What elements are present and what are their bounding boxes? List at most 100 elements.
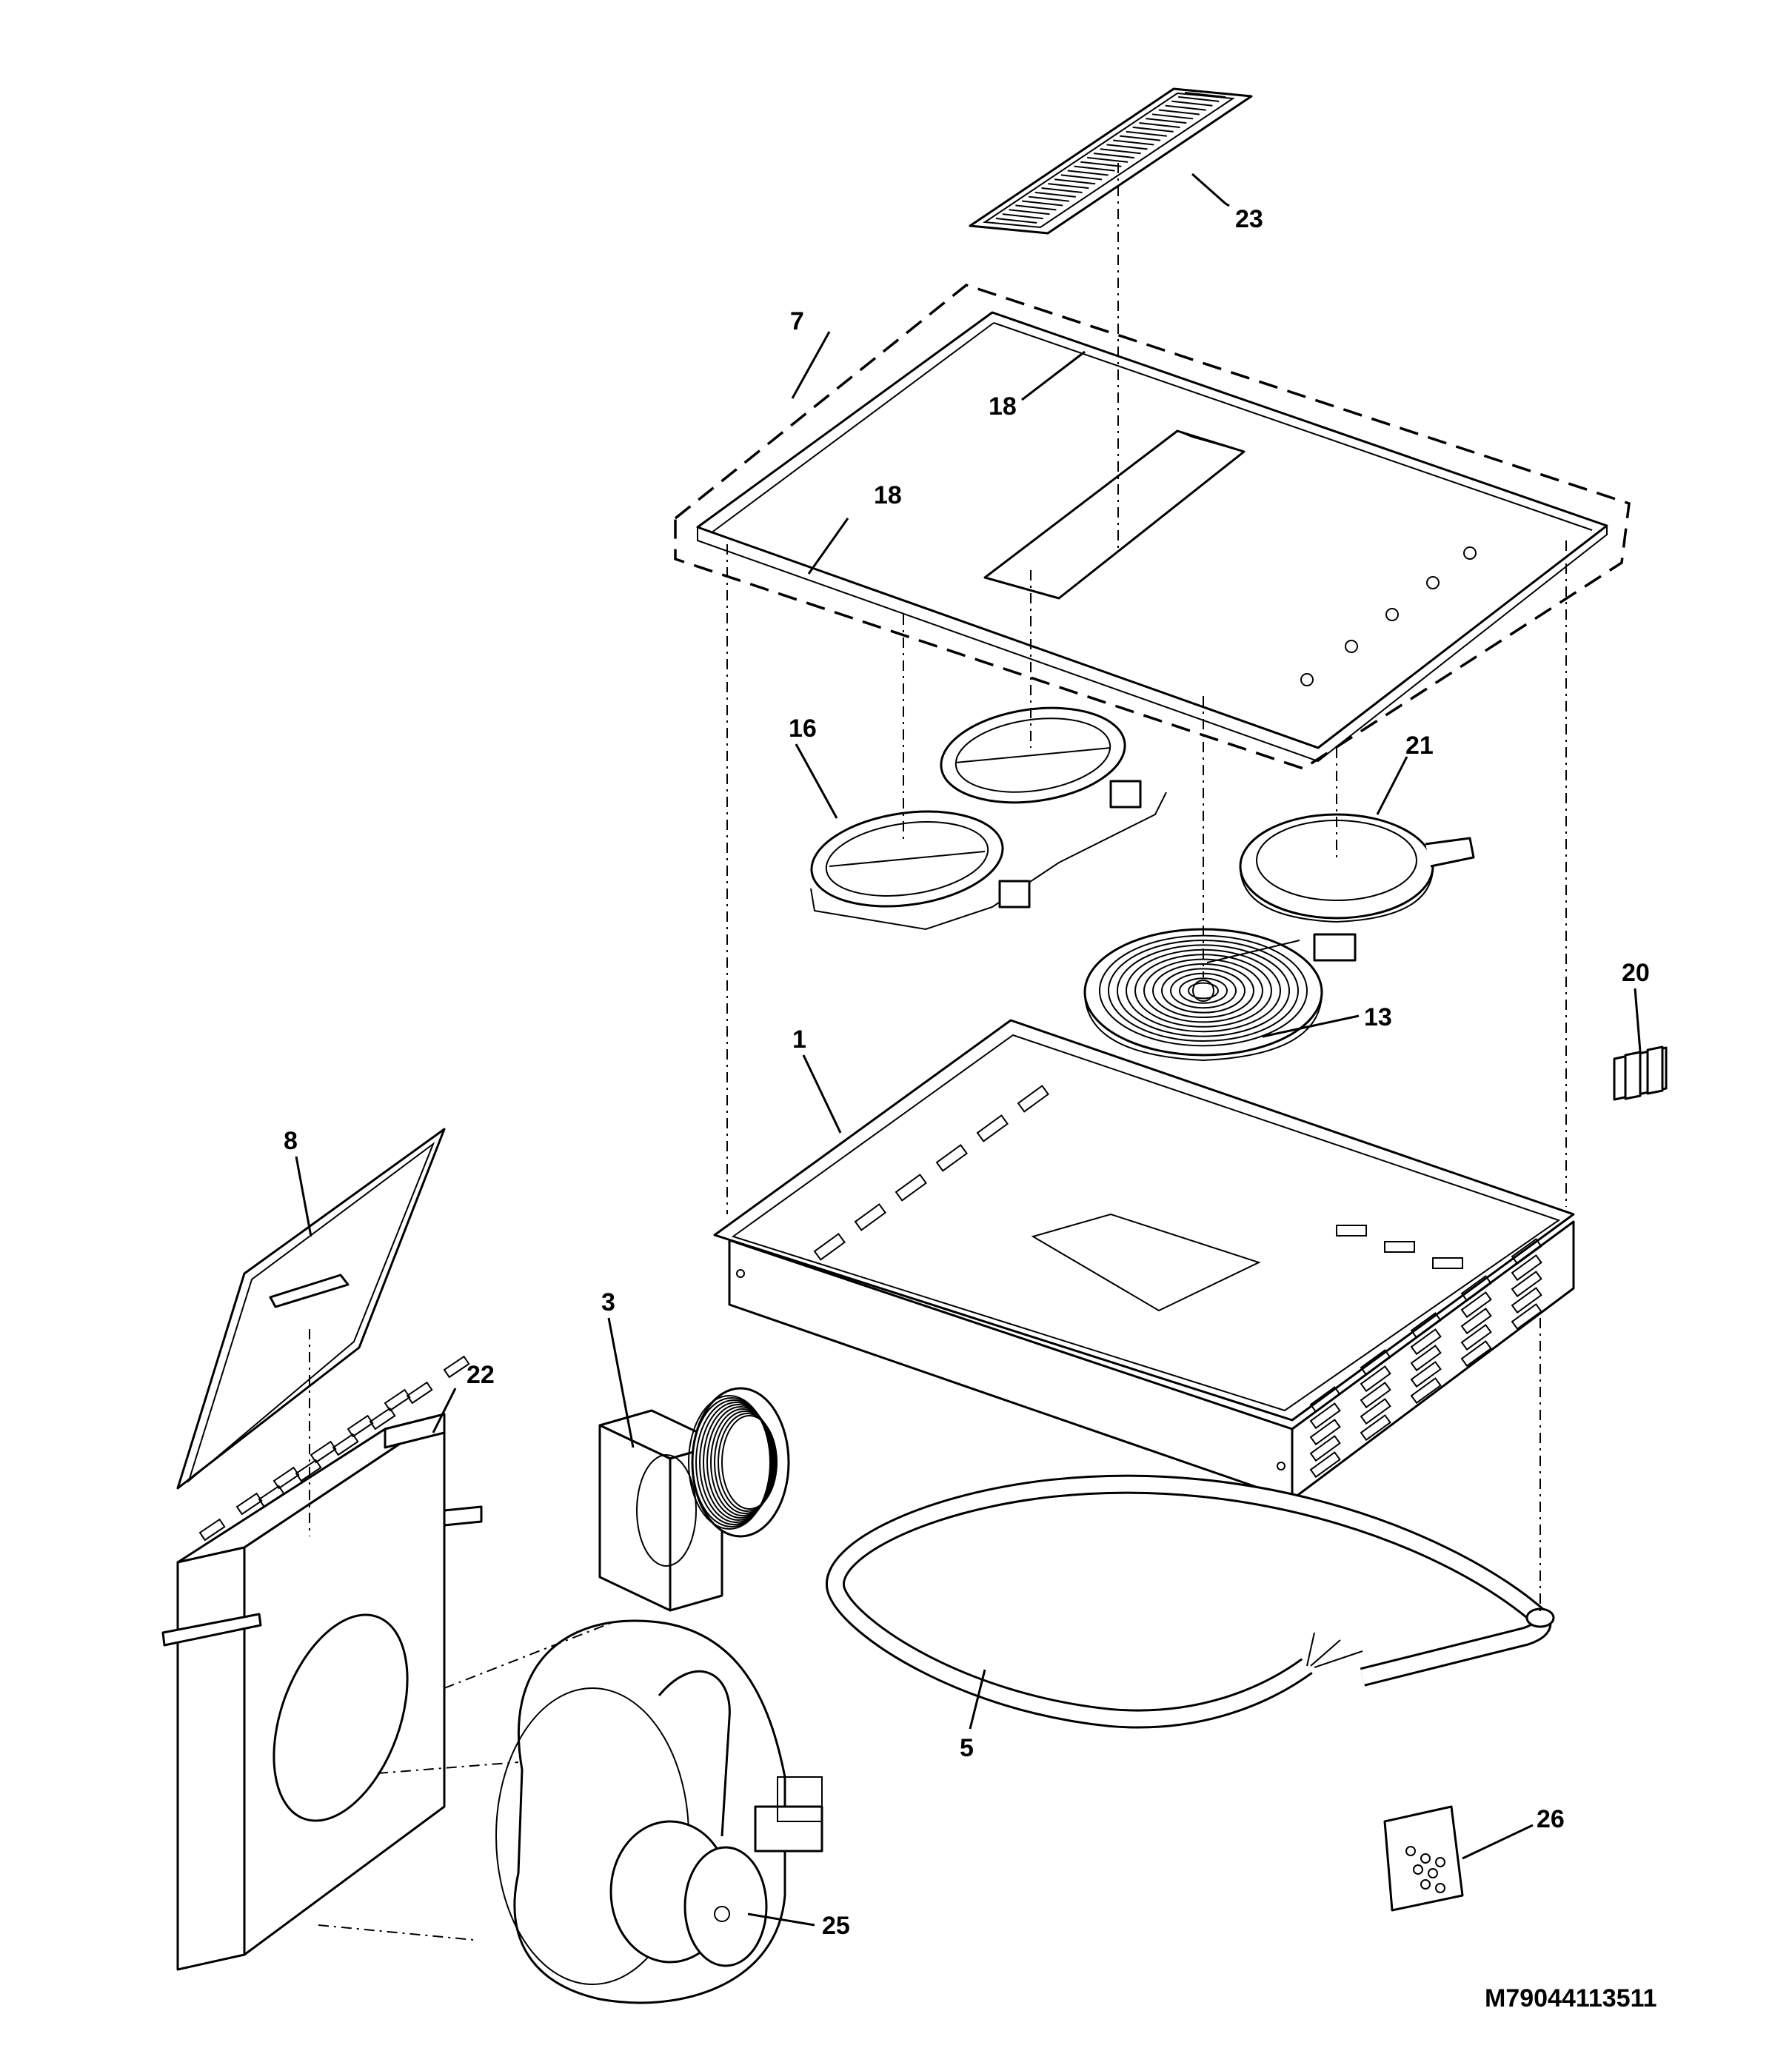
chassis-vent-slot: [1309, 1419, 1341, 1446]
chassis-vent-slot: [1410, 1312, 1442, 1339]
screw: [1420, 1853, 1431, 1864]
chassis-vent-slot: [1410, 1361, 1442, 1388]
chassis-vent-slot: [1309, 1402, 1341, 1430]
callout-7: 7: [790, 307, 804, 335]
part-23-vent-grille[interactable]: [969, 87, 1253, 235]
grille-slat: [1146, 118, 1187, 124]
grille-slat: [1100, 148, 1141, 155]
part-8-gasket-panel[interactable]: [176, 1128, 446, 1490]
callout-labels: 23 7 18 18 16 21 13 20 1 8 3 22 5 26 25: [284, 205, 1650, 1940]
callout-3: 3: [601, 1288, 615, 1316]
screw: [1435, 1857, 1445, 1867]
drawing-number: M79044113511: [1485, 1984, 1657, 2012]
duct-slot: [258, 1485, 285, 1508]
chassis-vent-slot: [1511, 1238, 1542, 1265]
screw: [1420, 1879, 1431, 1890]
callout-18-upper: 18: [989, 392, 1017, 421]
grille-slat: [1060, 174, 1103, 181]
chassis-vent-slot: [1460, 1291, 1492, 1319]
leader-lines: [295, 173, 1642, 1927]
grille-slat: [1048, 183, 1089, 190]
grille-slat: [1171, 100, 1213, 107]
grille-slat: [1041, 187, 1083, 193]
chassis-vent-slot: [1511, 1271, 1542, 1298]
coil-ring: [1188, 982, 1219, 1000]
callout-18-lower: 18: [874, 481, 902, 509]
part-7-cooktop-assembly[interactable]: [674, 284, 1631, 770]
chassis-vent-slot: [1511, 1303, 1542, 1331]
grille-slat: [1184, 92, 1226, 98]
part-13-radiant-element[interactable]: [1083, 928, 1357, 1062]
part-5-power-cord[interactable]: [826, 1474, 1555, 1729]
coil-ring: [1108, 940, 1299, 1042]
part-26-hardware-bag[interactable]: [1383, 1805, 1464, 1912]
chassis-vent-slot: [1460, 1340, 1492, 1368]
grille-slat: [1165, 104, 1206, 111]
part-3-transition-duct[interactable]: [598, 1387, 790, 1612]
grille-slat: [1106, 144, 1148, 150]
chassis-top-slot: [1384, 1241, 1415, 1253]
grille-slat: [1126, 130, 1167, 137]
callout-8: 8: [284, 1127, 298, 1155]
duct-slot: [347, 1414, 374, 1438]
callout-1: 1: [792, 1025, 806, 1054]
chassis-vent-slot: [1511, 1254, 1542, 1282]
grille-slat: [1015, 204, 1057, 211]
alignment-lines: [309, 163, 1567, 1941]
chassis-vent-slot: [1410, 1377, 1442, 1405]
grille-slat: [1113, 139, 1154, 146]
chassis-vent-slot: [1309, 1386, 1341, 1413]
grille-slat: [1139, 122, 1180, 129]
part-16-dual-element-frame[interactable]: [806, 697, 1167, 931]
chassis-vent-slot: [1360, 1349, 1391, 1376]
callout-13: 13: [1364, 1003, 1392, 1031]
coil-ring: [1117, 944, 1290, 1037]
chassis-vent-slot: [1410, 1328, 1442, 1356]
grille-slat: [1119, 135, 1161, 141]
grille-slat: [1086, 156, 1129, 163]
coil-ring: [1161, 968, 1246, 1014]
chassis-vent-slot: [1360, 1365, 1391, 1393]
part-1-chassis[interactable]: [713, 1019, 1575, 1501]
grille-slat: [1151, 113, 1194, 120]
grille-slat: [1034, 191, 1076, 198]
chassis-top-slot: [1336, 1225, 1367, 1237]
grille-slat: [1002, 213, 1043, 220]
callout-21: 21: [1405, 732, 1434, 760]
callout-5: 5: [960, 1734, 974, 1762]
grille-slat: [995, 218, 1037, 224]
part-21-element-ring[interactable]: [1239, 813, 1475, 923]
chassis-vent-slot: [1460, 1308, 1492, 1335]
chassis-top-slot: [1432, 1257, 1463, 1269]
chassis-top-slot: [895, 1174, 927, 1202]
coil-ring: [1143, 958, 1263, 1023]
callout-25: 25: [822, 1912, 850, 1940]
callout-26: 26: [1537, 1805, 1565, 1833]
part-20-clip[interactable]: [1613, 1045, 1668, 1101]
duct-slot: [310, 1440, 337, 1464]
screw: [1405, 1846, 1416, 1856]
chassis-top-slot: [854, 1203, 886, 1231]
chassis-vent-slot: [1309, 1451, 1341, 1479]
duct-slot: [443, 1355, 470, 1379]
duct-slot: [384, 1388, 411, 1412]
chassis-vent-slot: [1309, 1435, 1341, 1462]
grille-slat: [1067, 170, 1109, 176]
screw: [1435, 1883, 1445, 1893]
grille-slat: [1080, 161, 1122, 167]
duct-slot: [332, 1433, 359, 1456]
screw: [1428, 1868, 1438, 1878]
grille-slat: [1132, 126, 1174, 133]
grille-slat: [1054, 178, 1096, 185]
grille-slat: [1178, 96, 1220, 102]
chassis-vent-slot: [1511, 1287, 1542, 1314]
grille-slat: [1158, 109, 1200, 116]
grille-slat: [1028, 195, 1070, 202]
coil-ring: [1179, 977, 1228, 1004]
duct-rib: [721, 1415, 778, 1510]
part-25-blower-assembly[interactable]: [495, 1619, 823, 2004]
part-22-duct-housing[interactable]: [161, 1355, 483, 1971]
callout-16: 16: [789, 715, 817, 743]
chassis-top-slot: [935, 1144, 968, 1172]
callout-20: 20: [1622, 959, 1650, 987]
